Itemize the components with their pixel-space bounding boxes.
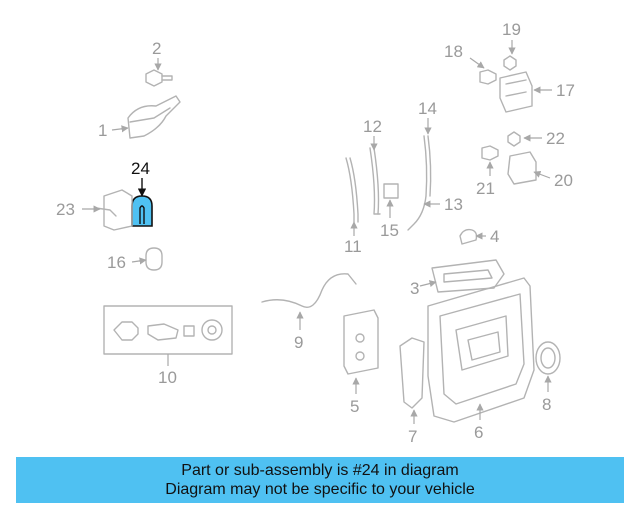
callout-21: 21 [476, 179, 495, 198]
callout-2: 2 [152, 39, 161, 58]
part-14-cable [407, 118, 440, 231]
callout-13: 13 [444, 195, 463, 214]
callout-6: 6 [474, 423, 483, 442]
callout-12: 12 [363, 117, 382, 136]
callout-17: 17 [556, 81, 575, 100]
callout-11: 11 [344, 237, 362, 256]
part-6-inner-panel [427, 277, 535, 423]
callout-22: 22 [546, 129, 565, 148]
part-15-clip [383, 183, 399, 218]
callout-16: 16 [107, 253, 126, 272]
callout-9: 9 [294, 333, 303, 352]
part-4-grommet [459, 228, 486, 245]
callout-23: 23 [56, 200, 75, 219]
part-3-inside-handle [419, 259, 505, 293]
parts-diagram: 2 1 24 23 16 10 12 11 14 13 15 19 18 17 … [56, 20, 575, 446]
part-8-speaker [535, 341, 561, 392]
callout-24: 24 [131, 159, 150, 178]
callout-20: 20 [554, 171, 573, 190]
callout-10: 10 [158, 368, 177, 387]
callout-19: 19 [502, 20, 521, 39]
banner-part-line: Part or sub-assembly is #24 in diagram [181, 462, 459, 479]
callout-14: 14 [418, 99, 437, 118]
callout-3: 3 [410, 279, 419, 298]
info-banner: Part or sub-assembly is #24 in diagram D… [16, 457, 624, 503]
callout-18: 18 [444, 42, 463, 61]
callout-15: 15 [380, 221, 399, 240]
part-18-bolt [469, 57, 497, 85]
part-24-clip-highlighted [131, 178, 153, 227]
part-21-bolt [481, 145, 499, 176]
callout-1: 1 [98, 121, 107, 140]
part-2-screw [145, 58, 173, 87]
callout-4: 4 [490, 227, 499, 246]
callout-7: 7 [408, 427, 417, 446]
part-22-nut [507, 131, 542, 147]
part-7-trim [399, 337, 425, 424]
part-11-rod [345, 157, 359, 236]
part-10-lock-kit [103, 305, 233, 366]
part-9-cable [261, 273, 357, 330]
part-5-latch [343, 309, 379, 394]
part-17-hinge [499, 71, 552, 113]
part-23-bracket [82, 189, 133, 231]
callout-labels: 2 1 24 23 16 10 12 11 14 13 15 19 18 17 … [56, 20, 575, 446]
callout-5: 5 [350, 397, 359, 416]
part-12-rod [369, 136, 381, 215]
part-16-bumper [131, 247, 163, 271]
part-20-hinge [507, 151, 551, 185]
banner-disclaimer-line: Diagram may not be specific to your vehi… [165, 481, 475, 498]
part-1-handle [111, 95, 181, 139]
part-19-nut [503, 40, 517, 71]
callout-8: 8 [542, 395, 551, 414]
